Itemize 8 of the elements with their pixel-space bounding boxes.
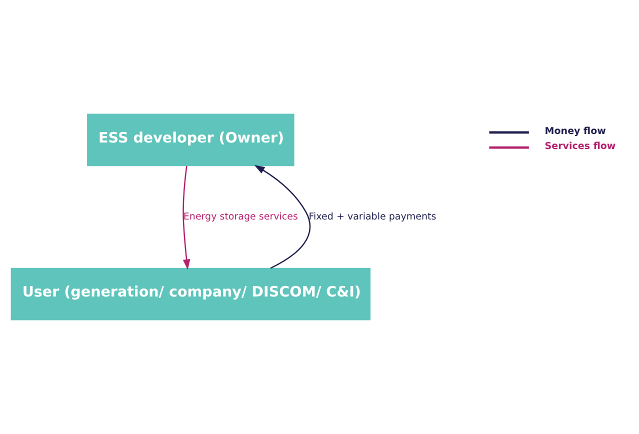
arrow — [254, 164, 311, 269]
legend-label: Services flow — [544, 141, 616, 152]
edge-label: Energy storage services — [183, 211, 298, 222]
node-box: ESS developer (Owner) — [87, 114, 294, 166]
legend-label: Money flow — [544, 126, 606, 138]
arrow — [182, 166, 190, 270]
node-box: User (generation/ company/ DISCOM/ C&I) — [10, 268, 371, 320]
edge-label: Fixed + variable payments — [308, 211, 436, 222]
